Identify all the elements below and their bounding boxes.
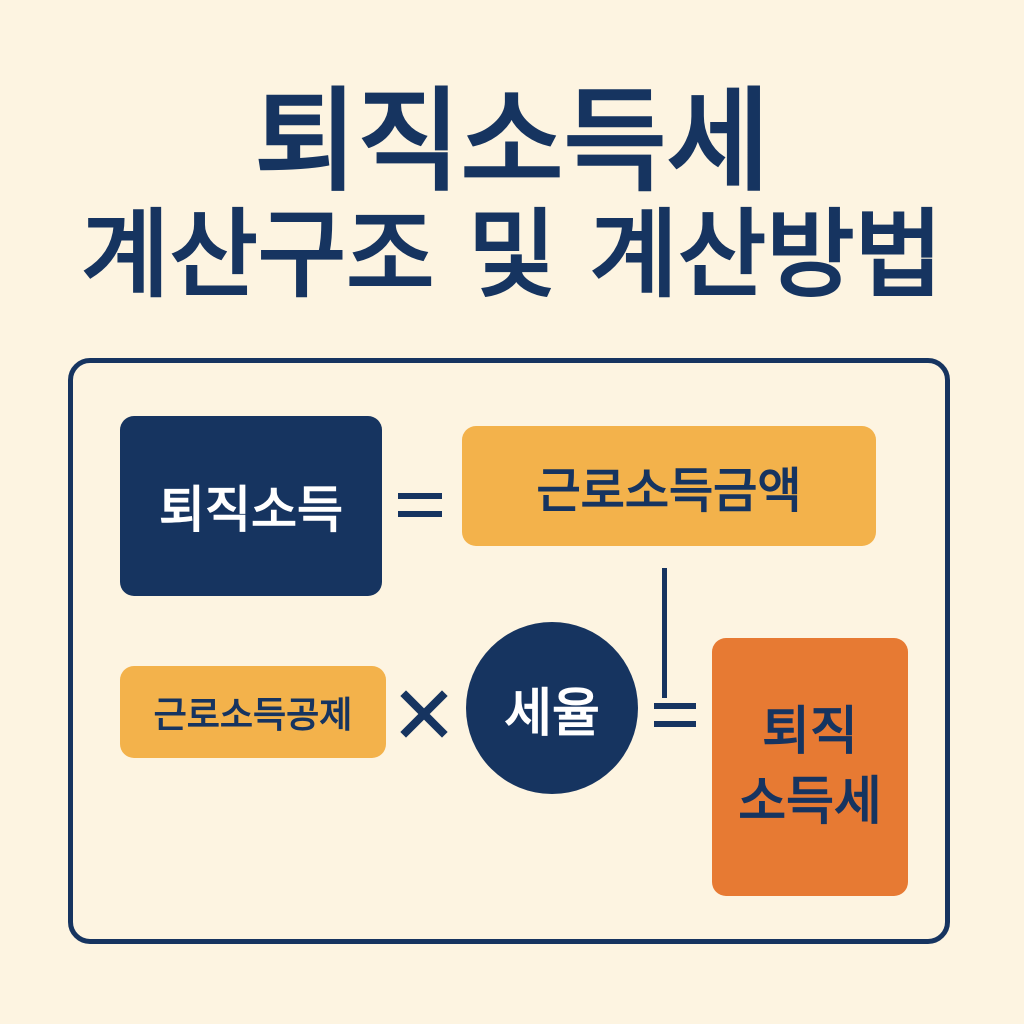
earned-income-deduction-box: 근로소득공제 xyxy=(120,666,386,758)
multiply-sign xyxy=(400,690,448,738)
diagram-frame xyxy=(68,358,950,944)
tax-rate-label: 세율 xyxy=(504,683,600,744)
retirement-income-box: 퇴직소득 xyxy=(120,416,382,596)
retirement-income-tax-box: 퇴직 소득세 xyxy=(712,638,908,896)
connector-line xyxy=(662,568,667,698)
title-line-2: 계산구조 및 계산방법 xyxy=(81,199,943,311)
retirement-income-label: 퇴직소득 xyxy=(159,481,343,539)
equals-sign-bottom xyxy=(654,703,696,727)
earned-income-deduction-label: 근로소득공제 xyxy=(153,695,353,736)
earned-income-amount-label: 근로소득금액 xyxy=(536,463,802,519)
earned-income-amount-box: 근로소득금액 xyxy=(462,426,876,546)
equals-sign-top xyxy=(398,493,442,517)
title-line-1: 퇴직소득세 xyxy=(254,77,770,207)
result-label-line-2: 소득세 xyxy=(738,772,882,832)
tax-rate-circle: 세율 xyxy=(466,622,638,794)
result-label-line-1: 퇴직 xyxy=(762,702,858,762)
